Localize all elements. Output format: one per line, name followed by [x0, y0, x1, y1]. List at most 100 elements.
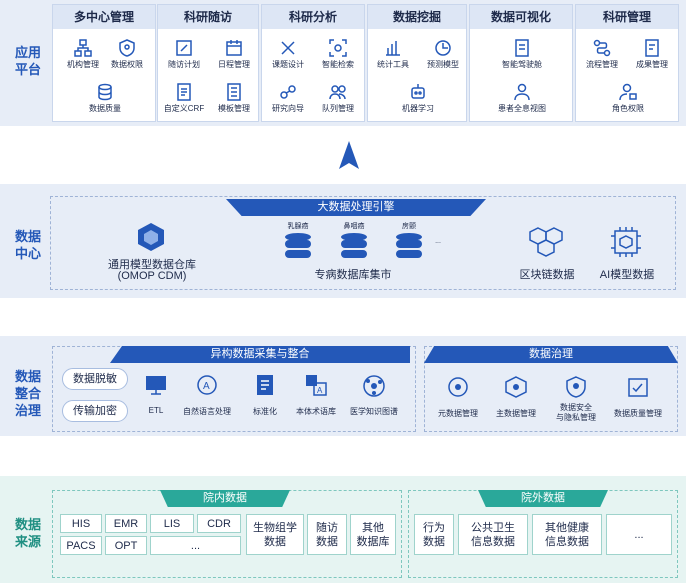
- omop-label-1: 通用模型数据仓库: [108, 259, 196, 271]
- etl-monitor-icon: [146, 376, 166, 395]
- app-platform-label: 应用 平台: [14, 45, 41, 77]
- pencil-ruler-icon: [281, 41, 295, 55]
- source-his: HIS: [60, 514, 102, 533]
- gov-quality: 数据质量管理: [614, 409, 662, 418]
- source-public-health: 公共卫生 信息数据: [458, 514, 528, 555]
- omop-label-2: (OMOP CDM): [117, 270, 187, 282]
- doctor-icon: [514, 83, 530, 101]
- item-label: 数据权限: [111, 60, 143, 69]
- module-multicenter: 多中心管理 机构管理 数据权限 数据质量: [52, 4, 156, 122]
- knowledge-graph-icon: [363, 375, 385, 397]
- collection-ribbon: 异构数据采集与整合: [110, 346, 410, 363]
- item-data-quality[interactable]: 数据质量: [75, 83, 135, 114]
- module-title: 数据挖掘: [368, 5, 466, 29]
- wizard-link-icon: [280, 85, 296, 99]
- item-followup-plan[interactable]: 随访计划: [154, 39, 214, 70]
- document-icon: [177, 83, 191, 101]
- source-cdr: CDR: [197, 514, 241, 533]
- svg-text:A: A: [203, 381, 210, 392]
- item-achievement-mgmt[interactable]: 成果管理: [622, 39, 682, 70]
- item-label: 机构管理: [67, 60, 99, 69]
- item-stat-tools[interactable]: 统计工具: [363, 39, 423, 70]
- dashboard-doc-icon: [515, 39, 529, 57]
- clock-chart-icon: [435, 40, 451, 56]
- item-institution-mgmt[interactable]: 机构管理: [53, 39, 113, 70]
- module-title: 数据可视化: [470, 5, 572, 29]
- item-role-permission[interactable]: 角色权限: [598, 83, 658, 114]
- item-label: 随访计划: [168, 60, 200, 69]
- blockchain-label: 区块链数据: [519, 269, 575, 281]
- item-label: 课题设计: [272, 60, 304, 69]
- item-label: 智能检索: [322, 60, 354, 69]
- item-smart-search[interactable]: 智能检索: [308, 39, 368, 70]
- ai-model-label: AI模型数据: [599, 269, 655, 281]
- module-research-management: 科研管理 流程管理 成果管理 角色权限: [575, 4, 679, 122]
- pill-desensitization: 数据脱敏: [62, 368, 128, 390]
- database-af-icon: [396, 233, 422, 258]
- source-bio-omics: 生物组学 数据: [246, 514, 304, 555]
- pill-transmission-encryption: 传输加密: [62, 400, 128, 422]
- source-lis: LIS: [150, 514, 194, 533]
- application-platform-band: 应用 平台 多中心管理 机构管理 数据权限 数据质量 科研随访 随访计划 日程管…: [0, 0, 686, 126]
- bar-chart-icon: [386, 41, 400, 56]
- item-label: 日程管理: [218, 60, 250, 69]
- item-label: 流程管理: [586, 60, 618, 69]
- module-title: 多中心管理: [53, 5, 155, 29]
- db-more: ...: [435, 238, 441, 245]
- data-center-label: 数据 中心: [14, 229, 41, 261]
- source-other-health: 其他健康 信息数据: [532, 514, 602, 555]
- item-predictive-model[interactable]: 预测模型: [413, 39, 473, 70]
- specialty-mart-label: 专病数据库集市: [314, 269, 392, 281]
- item-label: 机器学习: [402, 104, 434, 113]
- database-nasopharynx-icon: [341, 233, 367, 258]
- ai-model-icon: [611, 227, 641, 257]
- item-label: 成果管理: [636, 60, 668, 69]
- item-research-wizard[interactable]: 研究向导: [258, 83, 318, 114]
- source-out-more: ...: [606, 514, 672, 555]
- module-research-followup: 科研随访 随访计划 日程管理 自定义CRF 模板管理: [157, 4, 259, 122]
- item-machine-learning[interactable]: 机器学习: [388, 83, 448, 114]
- module-data-visualization: 数据可视化 智能驾驶舱 患者全息视图: [469, 4, 573, 122]
- quality-checklist-icon: [628, 378, 648, 397]
- integration-label: 数据 整合 治理: [14, 369, 41, 418]
- certificate-icon: [645, 39, 659, 57]
- data-source-band: 数据 来源 院内数据 HIS EMR LIS CDR PACS OPT ... …: [0, 476, 686, 583]
- governance-ribbon: 数据治理: [424, 346, 678, 363]
- blockchain-icon: [529, 227, 563, 257]
- tool-ontology: 本体术语库: [296, 407, 336, 416]
- source-label: 数据 来源: [14, 517, 41, 549]
- source-followup: 随访 数据: [307, 514, 347, 555]
- item-custom-crf[interactable]: 自定义CRF: [154, 83, 214, 114]
- db-label-breast: 乳腺癌: [287, 223, 309, 230]
- data-integration-band: 数据 整合 治理 异构数据采集与整合 数据脱敏 传输加密 ETL A 自然语言处…: [0, 336, 686, 436]
- flow-icon: [593, 39, 611, 57]
- master-data-icon: [505, 376, 527, 398]
- security-shield-icon: [566, 376, 586, 398]
- user-lock-icon: [619, 83, 637, 101]
- gov-master-data: 主数据管理: [496, 409, 536, 418]
- item-process-mgmt[interactable]: 流程管理: [572, 39, 632, 70]
- nlp-icon: A: [197, 375, 217, 395]
- item-schedule-mgmt[interactable]: 日程管理: [204, 39, 264, 70]
- item-data-permission[interactable]: 数据权限: [97, 39, 157, 70]
- scan-search-icon: [329, 39, 347, 57]
- item-smart-cockpit[interactable]: 智能驾驶舱: [492, 39, 552, 70]
- db-label-af: 房颤: [402, 223, 416, 230]
- database-breast-icon: [285, 233, 311, 258]
- item-patient-holographic-view[interactable]: 患者全息视图: [492, 83, 552, 114]
- item-cohort-mgmt[interactable]: 队列管理: [308, 83, 368, 114]
- standardization-doc-icon: [257, 375, 273, 395]
- item-template-mgmt[interactable]: 模板管理: [204, 83, 264, 114]
- source-in-more: ...: [150, 536, 241, 555]
- engine-ribbon: 大数据处理引擎: [226, 199, 486, 216]
- module-title: 科研随访: [158, 5, 258, 29]
- gov-security-privacy: 数据安全 与隐私管理: [556, 403, 596, 422]
- item-topic-design[interactable]: 课题设计: [258, 39, 318, 70]
- data-center-frame: [50, 196, 676, 290]
- module-data-mining: 数据挖掘 统计工具 预测模型 机器学习: [367, 4, 467, 122]
- source-behavior: 行为 数据: [414, 514, 454, 555]
- item-label: 智能驾驶舱: [502, 60, 542, 69]
- item-label: 队列管理: [322, 104, 354, 113]
- shield-user-icon: [119, 39, 135, 57]
- source-other-db: 其他 数据库: [350, 514, 396, 555]
